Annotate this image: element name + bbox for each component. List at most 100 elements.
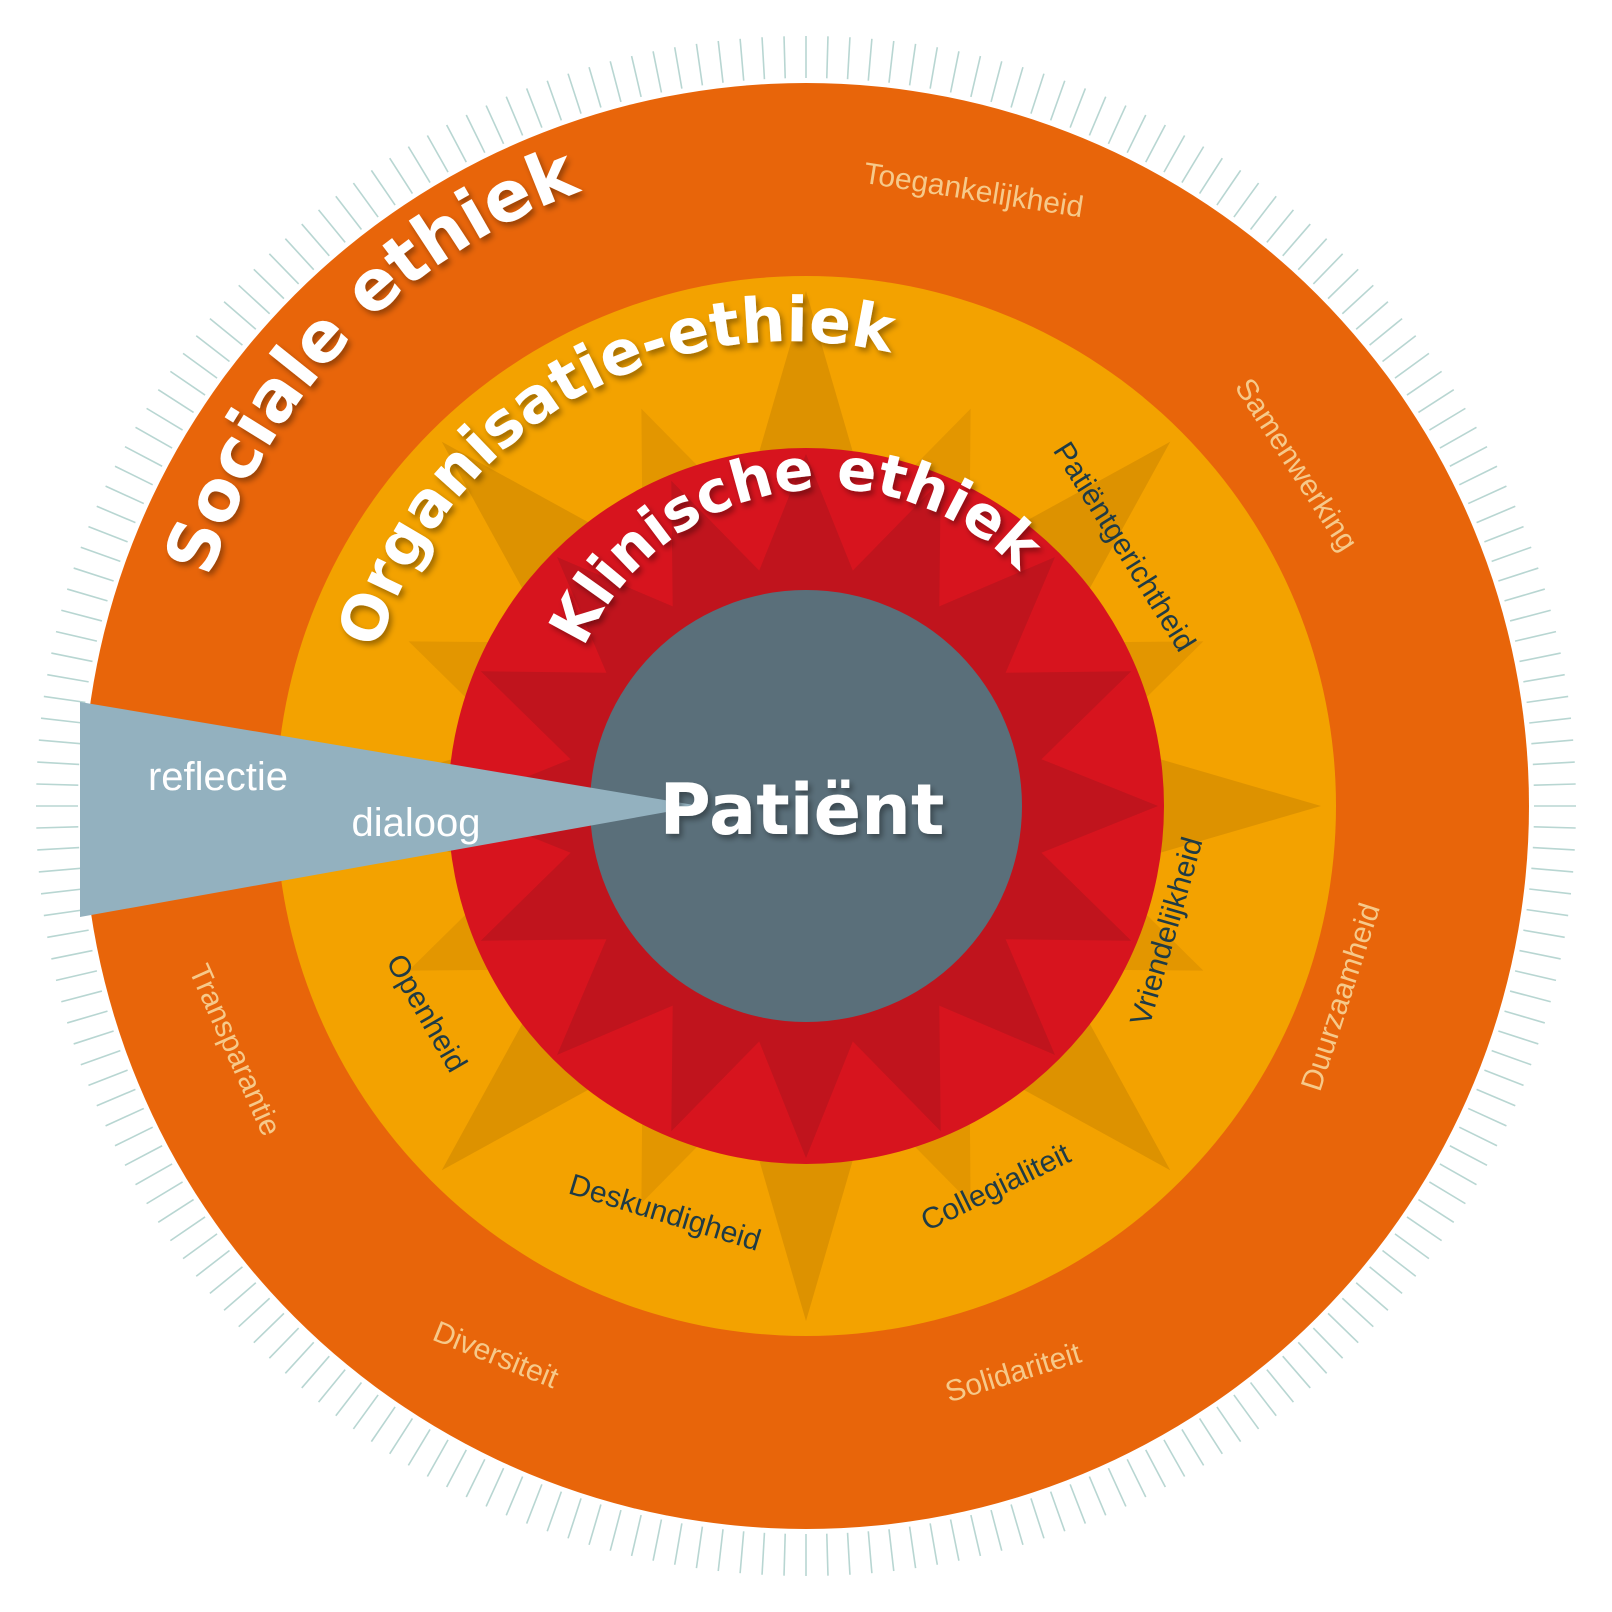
tick-mark [783, 1533, 787, 1576]
tick-mark [426, 135, 449, 173]
tick-mark [1514, 970, 1557, 982]
tick-mark [169, 370, 206, 396]
tick-mark [1266, 1369, 1295, 1403]
tick-mark [485, 1467, 505, 1507]
tick-mark [1509, 990, 1551, 1003]
tick-mark [135, 426, 173, 449]
tick-mark [284, 238, 315, 271]
tick-mark [1049, 80, 1066, 121]
tick-mark [630, 55, 642, 98]
tick-mark [1526, 908, 1569, 917]
tick-mark [1107, 105, 1127, 145]
tick-mark [1145, 1449, 1167, 1488]
tick-mark [867, 1531, 873, 1574]
tick-mark [157, 1198, 194, 1223]
reflection-wedge [80, 702, 700, 917]
tick-mark [40, 717, 83, 724]
tick-mark [1327, 268, 1359, 300]
tick-mark [825, 36, 829, 79]
tick-mark [1369, 317, 1403, 346]
tick-mark [209, 1266, 243, 1295]
tick-mark [867, 38, 873, 81]
tick-mark [389, 157, 414, 194]
tick-mark [567, 73, 582, 114]
tick-mark [465, 114, 486, 154]
tick-mark [1382, 1249, 1417, 1277]
tick-mark [169, 1216, 206, 1242]
tick-mark [37, 846, 80, 851]
tick-mark [182, 1233, 218, 1260]
tick-mark [445, 1449, 467, 1488]
tick-mark [609, 61, 622, 103]
tick-mark [1523, 929, 1565, 939]
tick-mark [80, 1049, 121, 1066]
tick-mark [114, 1126, 154, 1147]
tick-mark [1069, 88, 1087, 128]
tick-mark [609, 1509, 622, 1551]
tick-mark [888, 1529, 895, 1572]
tick-mark [1163, 135, 1186, 173]
tick-mark [717, 1529, 724, 1572]
tick-mark [1529, 717, 1572, 724]
tick-mark [1181, 146, 1205, 183]
tick-mark [36, 783, 79, 787]
tick-mark [1418, 1198, 1455, 1223]
tick-mark [1429, 407, 1466, 431]
tick-mark [1439, 1163, 1477, 1186]
center-label-patient: Patiënt [660, 769, 945, 851]
tick-mark [1491, 1049, 1532, 1066]
tick-mark [124, 1145, 163, 1167]
tick-mark [485, 105, 505, 145]
tick-mark [695, 1526, 704, 1569]
tick-mark [445, 124, 467, 163]
tick-mark [223, 301, 257, 330]
tick-mark [223, 1282, 257, 1311]
tick-mark [1449, 1145, 1488, 1167]
tick-mark [37, 761, 80, 766]
tick-mark [652, 51, 663, 93]
tick-mark [1533, 783, 1576, 787]
tick-mark [588, 66, 602, 108]
tick-mark [1216, 1406, 1242, 1443]
tick-mark [335, 195, 363, 230]
tick-mark [352, 182, 379, 218]
tick-mark [1467, 485, 1507, 505]
tick-mark [783, 36, 787, 79]
tick-mark [66, 1010, 108, 1024]
tick-mark [370, 1406, 396, 1443]
tick-mark [38, 739, 81, 745]
tick-mark [1145, 124, 1167, 163]
tick-mark [1233, 1394, 1260, 1430]
tick-mark [1406, 1216, 1443, 1242]
tick-mark [43, 695, 86, 704]
tick-mark [47, 673, 89, 683]
tick-mark [1394, 352, 1430, 379]
tick-mark [268, 253, 300, 285]
tick-mark [66, 588, 108, 602]
tick-mark [301, 1355, 330, 1389]
tick-mark [1181, 1429, 1205, 1466]
tick-mark [1355, 1282, 1389, 1311]
tick-mark [352, 1394, 379, 1430]
tick-mark [40, 888, 83, 895]
tick-mark [1341, 284, 1374, 315]
tick-mark [1282, 223, 1311, 257]
tick-mark [1484, 525, 1524, 543]
tick-mark [195, 1249, 230, 1277]
wedge-label-dialoog: dialoog [351, 801, 480, 845]
tick-mark [1406, 370, 1443, 396]
tick-mark [1198, 1418, 1223, 1455]
tick-mark [1030, 1498, 1045, 1539]
tick-mark [88, 525, 128, 543]
tick-mark [317, 209, 346, 243]
tick-mark [1531, 867, 1574, 873]
tick-mark [73, 1030, 114, 1045]
tick-mark [1088, 1476, 1107, 1516]
tick-mark [61, 990, 103, 1003]
tick-mark [157, 389, 194, 414]
tick-mark [717, 40, 724, 83]
tick-mark [990, 61, 1003, 103]
tick-mark [1491, 546, 1532, 563]
tick-mark [908, 43, 917, 86]
tick-mark [407, 146, 431, 183]
